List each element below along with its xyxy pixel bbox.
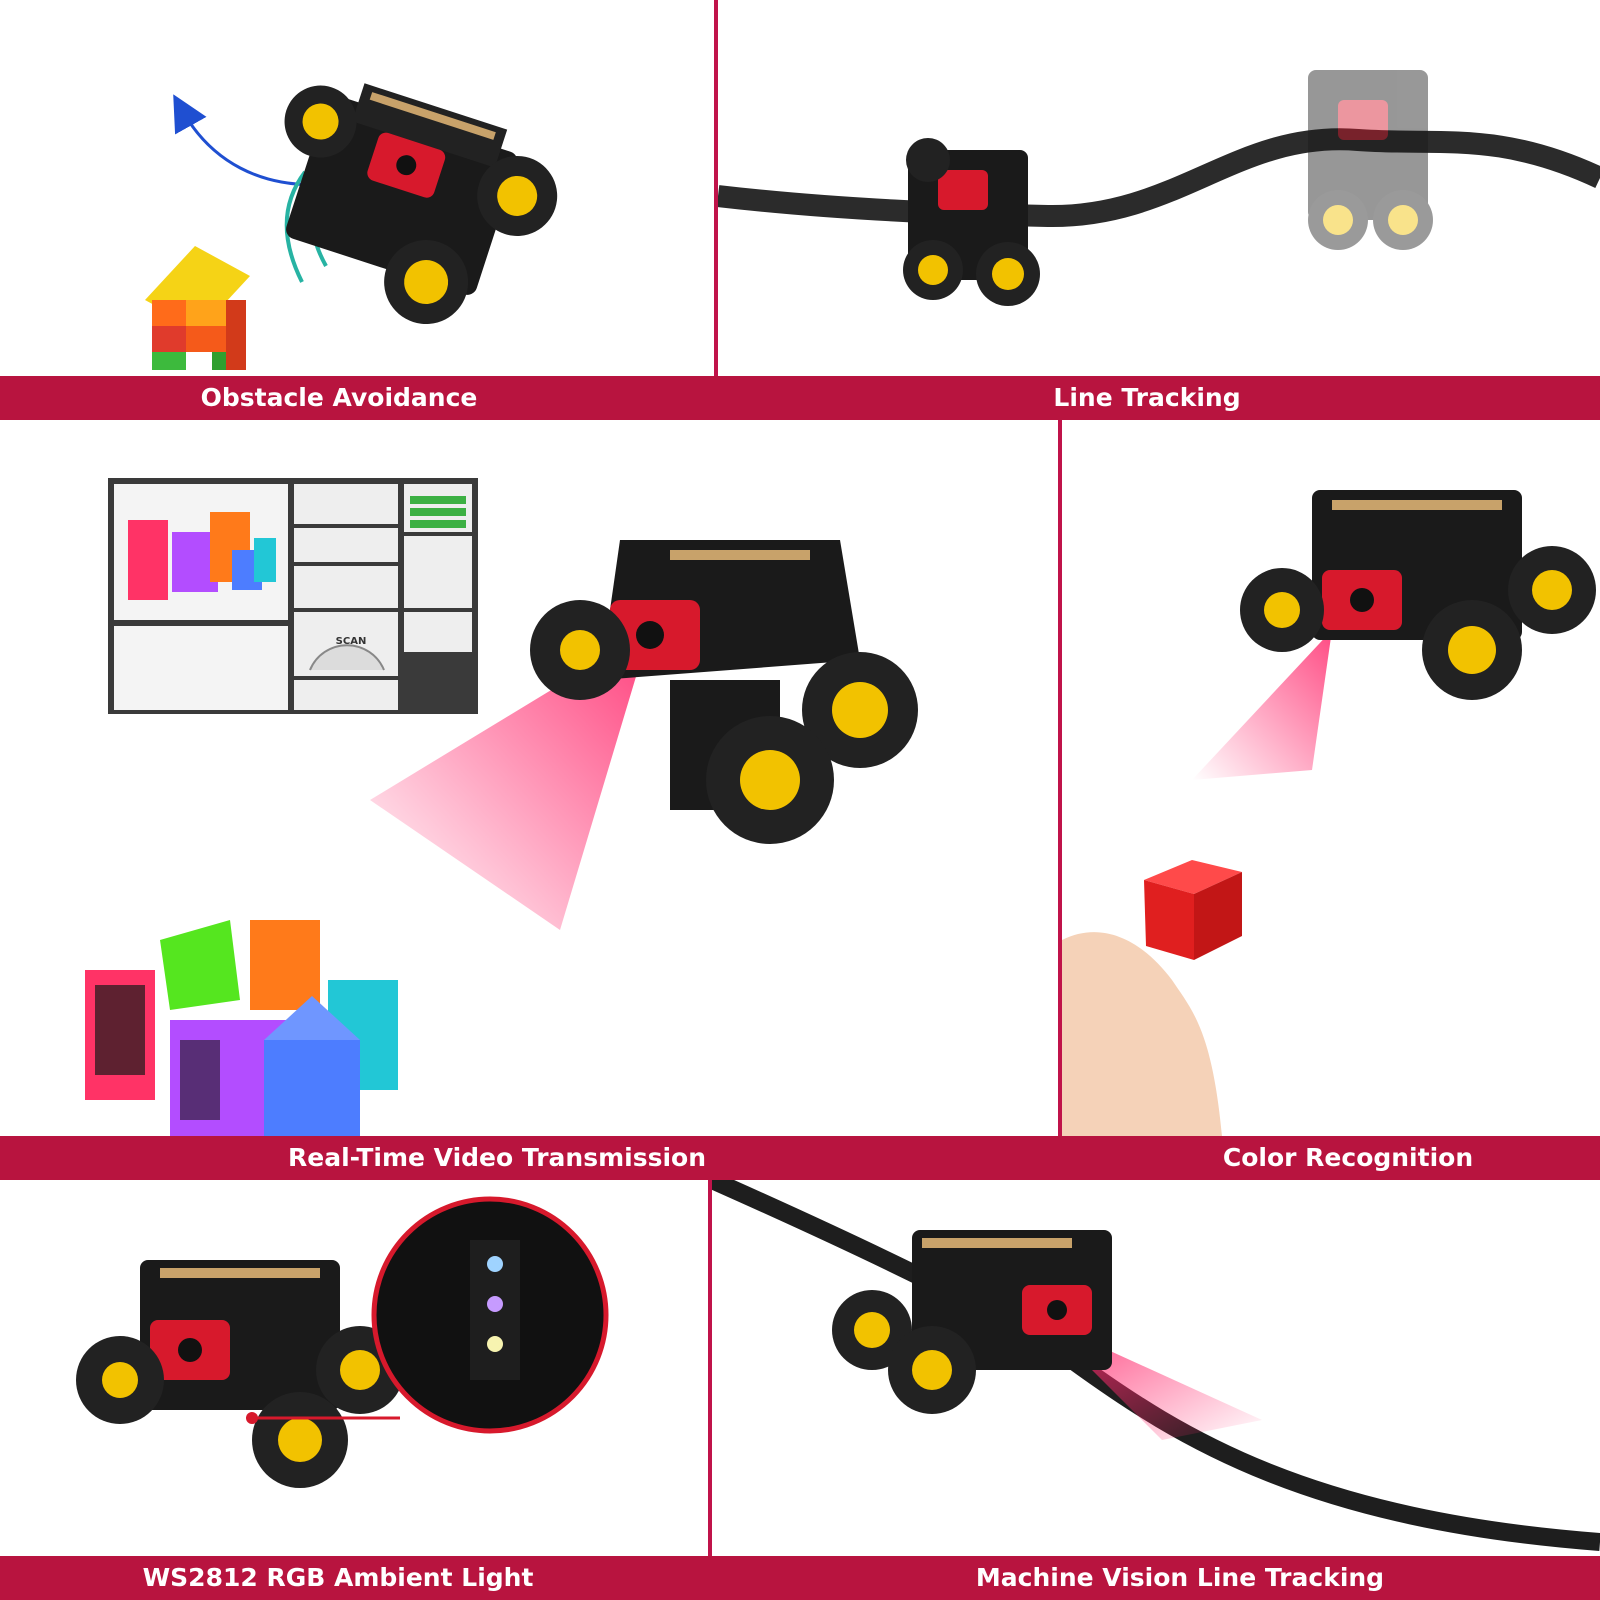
panel-video-transmission: SCAN <box>0 420 1058 1136</box>
label-band-top: Obstacle Avoidance Line Tracking <box>0 376 1600 420</box>
label-machine-vision: Machine Vision Line Tracking <box>975 1563 1385 1592</box>
label-video-transmission: Real-Time Video Transmission <box>288 1143 706 1172</box>
panel-machine-vision <box>712 1180 1600 1556</box>
led-purple-icon <box>487 1296 503 1312</box>
panel-ambient-light <box>0 1180 708 1556</box>
robot-car-icon <box>1240 490 1596 700</box>
panel-color-recognition <box>1062 420 1600 1136</box>
divider-top <box>714 0 718 376</box>
label-color-recognition: Color Recognition <box>1222 1143 1474 1172</box>
robot-car-icon <box>832 1230 1112 1414</box>
label-ambient-light: WS2812 RGB Ambient Light <box>142 1563 534 1592</box>
panel-obstacle-avoidance <box>0 0 714 376</box>
track-line <box>712 1180 1600 1551</box>
hand-icon <box>1062 932 1222 1136</box>
panel-line-tracking <box>718 0 1600 376</box>
robot-car-ghost-icon <box>1308 70 1433 250</box>
label-obstacle-avoidance: Obstacle Avoidance <box>200 383 478 412</box>
led-yellow-icon <box>487 1336 503 1352</box>
divider-bottom <box>708 1180 712 1556</box>
video-transmission-illustration: SCAN <box>85 478 918 1136</box>
divider-middle <box>1058 420 1062 1136</box>
color-recognition-illustration <box>1062 490 1596 1136</box>
label-line-tracking: Line Tracking <box>1053 383 1241 412</box>
robot-car-icon <box>76 1260 404 1488</box>
label-band-bottom: WS2812 RGB Ambient Light Machine Vision … <box>0 1556 1600 1600</box>
web-control-ui-thumbnail: SCAN <box>108 478 478 714</box>
obstacle-avoidance-illustration <box>145 83 558 370</box>
camera-beam <box>1192 630 1332 780</box>
line-tracking-illustration <box>718 70 1600 306</box>
ambient-light-illustration <box>76 1196 609 1488</box>
city-buildings-icon <box>85 920 398 1136</box>
machine-vision-illustration <box>712 1180 1600 1551</box>
robot-car-icon <box>284 83 558 325</box>
label-band-middle: Real-Time Video Transmission Color Recog… <box>0 1136 1600 1180</box>
toy-blocks-icon <box>145 246 250 370</box>
camera-beam <box>370 630 650 930</box>
robot-car-icon <box>530 540 918 844</box>
track-line <box>718 128 1600 228</box>
robot-car-icon <box>903 138 1040 306</box>
led-blue-icon <box>487 1256 503 1272</box>
scan-label: SCAN <box>336 636 367 647</box>
red-cube-icon <box>1144 860 1242 960</box>
